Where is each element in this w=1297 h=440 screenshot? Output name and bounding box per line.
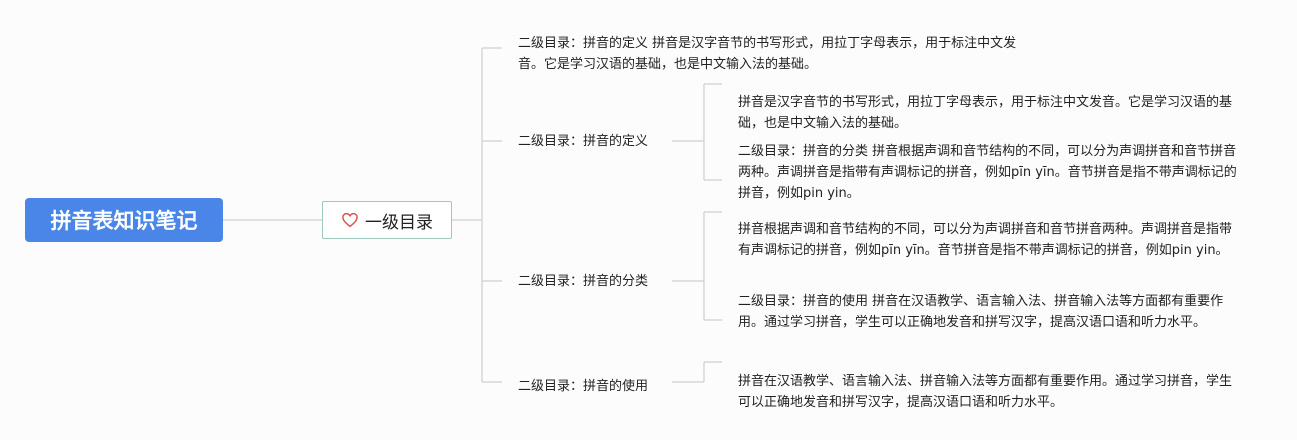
leaf-node[interactable]: 二级目录：拼音的分类 拼音根据声调和音节结构的不同，可以分为声调拼音和音节拼音两… — [738, 141, 1238, 204]
leaf-node[interactable]: 拼音在汉语教学、语言输入法、拼音输入法等方面都有重要作用。通过学习拼音，学生可以… — [738, 371, 1238, 413]
leaf-node[interactable]: 拼音是汉字音节的书写形式，用拉丁字母表示，用于标注中文发音。它是学习汉语的基础，… — [738, 92, 1238, 134]
top-node[interactable]: 二级目录：拼音的定义 拼音是汉字音节的书写形式，用拉丁字母表示，用于标注中文发音… — [518, 33, 1018, 75]
leaf-node[interactable]: 二级目录：拼音的使用 拼音在汉语教学、语言输入法、拼音输入法等方面都有重要作用。… — [738, 291, 1238, 333]
connector-branch-1-children — [672, 83, 722, 181]
branch-node-classification[interactable]: 二级目录：拼音的分类 — [518, 271, 648, 292]
level1-node[interactable]: 一级目录 — [322, 201, 452, 239]
connector-branch-2-children — [672, 211, 722, 321]
connector-level1-trunk — [452, 48, 483, 382]
root-node[interactable]: 拼音表知识笔记 — [25, 198, 223, 242]
root-label: 拼音表知识笔记 — [50, 209, 198, 233]
leaf-text: 拼音在汉语教学、语言输入法、拼音输入法等方面都有重要作用。通过学习拼音，学生可以… — [738, 374, 1233, 410]
connector-branch-3-child — [672, 361, 722, 383]
branch-node-usage[interactable]: 二级目录：拼音的使用 — [518, 376, 648, 397]
leaf-text: 二级目录：拼音的分类 拼音根据声调和音节结构的不同，可以分为声调拼音和音节拼音两… — [738, 144, 1237, 201]
level1-label: 一级目录 — [365, 212, 433, 233]
branch-node-definition[interactable]: 二级目录：拼音的定义 — [518, 131, 648, 152]
leaf-text: 拼音根据声调和音节结构的不同，可以分为声调拼音和音节拼音两种。声调拼音是指带有声… — [738, 222, 1233, 258]
branch-label: 二级目录：拼音的使用 — [518, 379, 649, 394]
leaf-text: 拼音是汉字音节的书写形式，用拉丁字母表示，用于标注中文发音。它是学习汉语的基础，… — [738, 95, 1233, 131]
leaf-text: 二级目录：拼音的使用 拼音在汉语教学、语言输入法、拼音输入法等方面都有重要作用。… — [738, 294, 1224, 330]
heart-icon — [342, 212, 358, 228]
branch-label: 二级目录：拼音的分类 — [518, 274, 649, 289]
leaf-node[interactable]: 拼音根据声调和音节结构的不同，可以分为声调拼音和音节拼音两种。声调拼音是指带有声… — [738, 219, 1238, 261]
branch-label: 二级目录：拼音的定义 — [518, 134, 649, 149]
top-node-text: 二级目录：拼音的定义 拼音是汉字音节的书写形式，用拉丁字母表示，用于标注中文发音… — [518, 36, 1017, 72]
